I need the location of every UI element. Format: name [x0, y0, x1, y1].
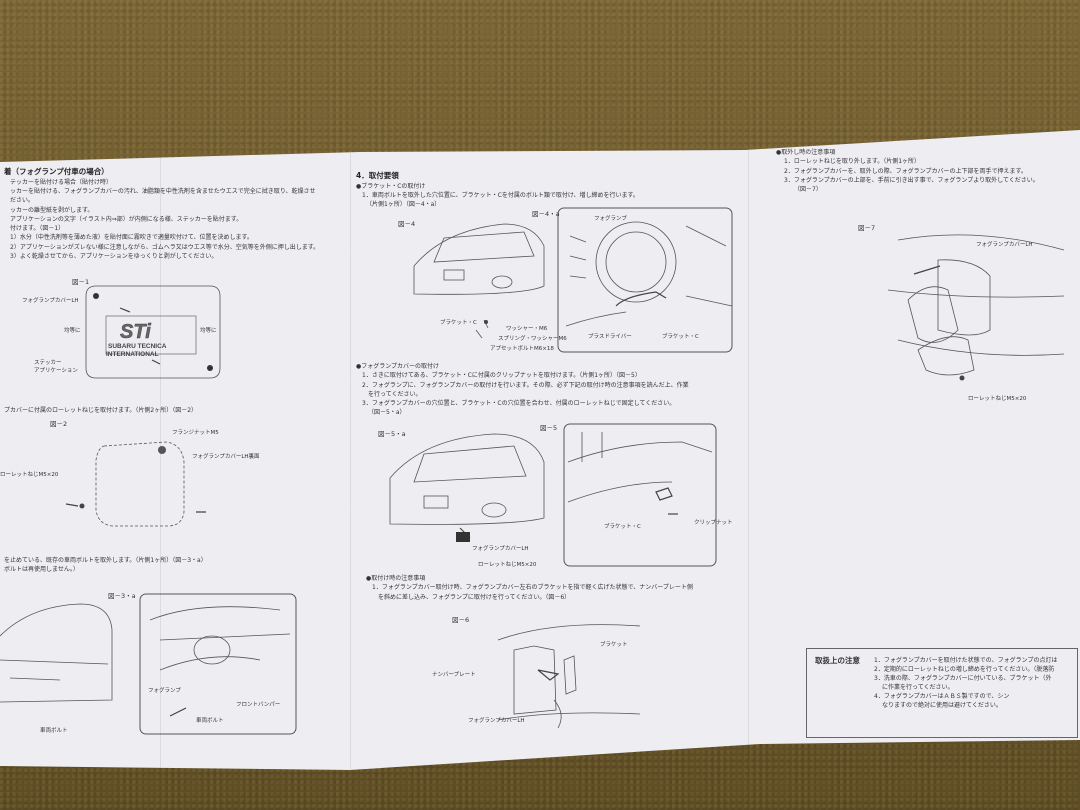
left-text-line: ださい。 — [10, 197, 35, 205]
fig4a-closeup-diagram — [557, 207, 733, 353]
fig3-callout-bolt: 車両ボルト — [196, 718, 224, 724]
fig1-sticker-diagram: STi SUBARU TECNICA INTERNATIONAL — [85, 285, 221, 379]
left-panel: 着（フォグランプ付車の場合） テッカーを貼付ける場合（貼付け時） ッカーを貼付け… — [4, 166, 344, 261]
left-text-line: 3）よく乾燥させてから、アプリケーションをゆっくりと剥がしてください。 — [10, 253, 218, 260]
fig3-callout-bumper: フロントバンパー — [236, 702, 281, 708]
fig5a-car-diagram — [389, 433, 545, 542]
international-text: INTERNATIONAL — [106, 351, 159, 358]
fig7-label: 図－7 — [858, 224, 876, 232]
left-heading: 着（フォグランプ付車の場合） — [4, 167, 109, 176]
fig1-callout-sticker: ステッカー — [34, 360, 62, 366]
fig1-callout-equal: 均等に — [200, 328, 217, 334]
note-line: 3．洗車の際、フォグランプカバーに付いている、ブラケット（外 — [874, 675, 1052, 682]
fig2-callout-flange-nut: フランジナットM5 — [172, 430, 219, 436]
fig6-label: 図－6 — [452, 616, 470, 624]
mid-text-line: （図－5・a） — [368, 409, 406, 417]
left-mid-line: プカバーに付属のローレットねじを取付けます。（片側2ヶ所）（図－2） — [4, 407, 198, 414]
right-text-line: （図－7） — [794, 186, 822, 194]
fig4-car-diagram — [413, 223, 545, 339]
fold-line — [350, 130, 352, 770]
fig3-label: 図－3・a — [108, 592, 136, 600]
mid-text-line: を行ってください。 — [368, 390, 422, 398]
note-line: なりますので絶対に使用は避けてください。 — [882, 702, 1002, 709]
fig7-callout-knurl: ローレットねじM5×20 — [968, 396, 1027, 402]
left-text-line: ッカーの離型紙を剥がします。 — [10, 206, 94, 214]
left-lower-line: ボルトは再使用しません。） — [4, 566, 79, 574]
right-panel-top: ●取外し時の注意事項 1．ローレットねじを取り外します。（片側1ヶ所） 2．フォ… — [776, 148, 1076, 194]
left-text-line: 1）水分（中性洗剤等を薄めた液）を貼付面に霧吹きで適量吹付けて、位置を決めします… — [10, 234, 253, 242]
fig4-callout-bracket-c: ブラケット・C — [662, 334, 699, 340]
fig6-callout-bracket: ブラケット — [600, 642, 628, 648]
fig7-callout-cover: フォグランプカバーLH — [976, 242, 1033, 248]
mid-subheading: ●ブラケット・Cの取付け — [356, 182, 426, 190]
note-line: 1．フォグランプカバーを取付けた状態での、フォグランプの点灯は — [874, 657, 1058, 664]
mid-text-line: 1．車両ボルトを取外した穴位置に、ブラケット・Cを付属のボルト類で取付け、増し締… — [362, 191, 639, 199]
note-line: に作業を行ってください。 — [882, 684, 954, 691]
right-subheading: ●取外し時の注意事項 — [776, 149, 836, 156]
fig5-callout-cover: フォグランプカバーLH — [472, 546, 529, 552]
fig5-callout-knurl: ローレットねじM5×20 — [478, 562, 537, 568]
fig4-callout-spring-washer: スプリング・ワッシャーM6 — [498, 336, 567, 342]
fig4-callout-bolt: アプセットボルトM6×18 — [490, 346, 554, 352]
mid-panel-mid: ●フォグランプカバーの取付け 1．さきに取付けてある、ブラケット・Cに付属のクリ… — [356, 362, 746, 418]
fig1-callout-equal: 均等に — [64, 328, 81, 334]
sti-logo: STi — [120, 321, 151, 343]
fig1-callout-application: アプリケーション — [34, 368, 78, 374]
fig3-callout-bolt: 車両ボルト — [40, 728, 68, 734]
notes-title: 取扱上の注意 — [815, 656, 860, 665]
fig5-callout-bracket: ブラケット・C — [604, 524, 641, 530]
fig2-callout-cover-back: フォグランプカバーLH裏面 — [192, 454, 260, 460]
right-text-line: 3．フォグランプカバーの上部を、手前に引き出す事で、フォグランプより取外してくだ… — [784, 176, 1039, 184]
fig5a-label: 図－5・a — [378, 430, 406, 438]
left-lower-text: を止めている、既存の車両ボルトを取外します。（片側1ヶ所）（図－3・a） ボルト… — [4, 556, 344, 575]
left-text-line: 2）アプリケーションがズレない様に注意しながら、ゴムヘラ又はウエス等で水分、空気… — [10, 243, 320, 251]
fig6-diagram — [497, 624, 641, 729]
fig2-callout-knurl: ローレットねじM5×20 — [0, 472, 59, 478]
left-text-line: アプリケーションの文字（イラスト内⇒部）が内側になる様、ステッカーを貼付ます。 — [10, 215, 243, 223]
mid-panel-top: 4．取付要領 ●ブラケット・Cの取付け 1．車両ボルトを取外した穴位置に、ブラケ… — [356, 170, 736, 210]
fig5-label: 図－5 — [540, 424, 558, 432]
right-text-line: 1．ローレットねじを取り外します。（片側1ヶ所） — [784, 158, 921, 166]
fig2-label: 図－2 — [50, 420, 68, 428]
mid-text-line: 1．さきに取付けてある、ブラケット・Cに付属のクリップナットを取付けます。（片側… — [362, 372, 641, 380]
fig2-cover-back-diagram — [65, 441, 206, 527]
fig5-callout-clip-nut: クリップナット — [694, 520, 733, 526]
fig4-label: 図－4 — [398, 220, 416, 228]
right-text-line: 2．フォグランプカバーを、取外しの際、フォグランプカバーの上下部を両手で押えます… — [784, 167, 1027, 175]
fig4-callout-washer: ワッシャー・M6 — [506, 326, 548, 332]
fig3-callout-foglamp: フォグランプ — [148, 688, 181, 694]
fig4-callout-foglamp: フォグランプ — [594, 216, 627, 222]
left-text-line: テッカーを貼付ける場合（貼付け時） — [10, 178, 113, 186]
left-text-line: 付けます。（図－1） — [10, 225, 65, 233]
mid-subheading: ●フォグランプカバーの取付け — [356, 363, 440, 370]
mid-text-line: 1．フォグランプカバー取付け時、フォグランプカバー左右のブラケットを指で軽く広げ… — [372, 584, 693, 592]
note-line: 2．定期的にローレットねじの増し締めを行ってください。（脱落防 — [874, 666, 1055, 673]
mid-text-line: 3．フォグランプカバーの穴位置と、ブラケット・Cの穴位置を合わせ、付属のローレッ… — [362, 400, 676, 408]
subaru-tecnica-text: SUBARU TECNICA — [108, 343, 167, 350]
fig5-closeup-diagram — [563, 423, 717, 567]
fig1-callout-cover: フォグランプカバーLH — [22, 298, 79, 304]
mid-subheading: ●取付け時の注意事項 — [366, 575, 426, 582]
mid-heading: 4．取付要領 — [356, 171, 399, 180]
left-lower-line: を止めている、既存の車両ボルトを取外します。（片側1ヶ所）（図－3・a） — [4, 557, 207, 564]
mid-text-line: 2．フォグランプに、フォグランプカバーの取付けを行います。その際、必ず下記の取付… — [362, 381, 689, 389]
fig6-callout-cover: フォグランプカバーLH — [468, 718, 525, 724]
fig4-callout-driver: プラスドライバー — [588, 334, 632, 340]
fig4a-label: 図－4・a — [532, 210, 560, 218]
mid-panel-bottom: ●取付け時の注意事項 1．フォグランプカバー取付け時、フォグランプカバー左右のブ… — [366, 574, 746, 602]
note-line: 4．フォグランプカバーはＡＢＳ製ですので、シン — [874, 693, 1010, 700]
mid-text-line: を斜めに差し込み、フォグランプに取付けを行ってください。（図－6） — [378, 593, 571, 601]
handling-notes-box: 取扱上の注意 1．フォグランプカバーを取付けた状態での、フォグランプの点灯は 2… — [806, 648, 1078, 738]
left-text-line: ッカーを貼付ける、フォグランプカバーの汚れ、油脂類を中性洗剤を含ませたウエスで完… — [10, 187, 316, 195]
instruction-sheet: 着（フォグランプ付車の場合） テッカーを貼付ける場合（貼付け時） ッカーを貼付け… — [0, 130, 1080, 770]
fig7-removal-diagram — [887, 234, 1065, 381]
fig4-callout-bracket: ブラケット・C — [440, 320, 477, 326]
fold-line — [748, 130, 750, 770]
fig6-callout-plate: ナンバープレート — [432, 672, 476, 678]
fig1-label: 図－1 — [72, 278, 90, 286]
fig3-car-diagram — [0, 593, 297, 735]
mid-text-line: （片側1ヶ所）（図－4・a） — [366, 201, 441, 209]
